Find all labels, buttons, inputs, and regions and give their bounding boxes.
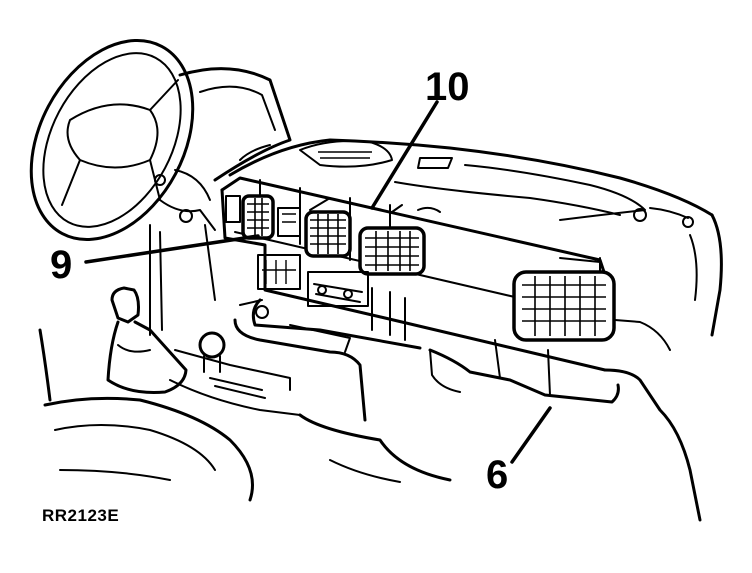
figure-reference-code: RR2123E [42,506,119,525]
instrument-binnacle [178,67,292,182]
leader-line-10 [370,100,439,210]
callout-9: 9 [50,243,72,287]
air-vent-centre-right [358,226,426,276]
dashboard-top [228,138,723,337]
air-vent-centre-left [304,210,352,258]
air-vent-passenger [512,270,616,342]
callout-10: 10 [425,65,470,109]
lower-dash [428,319,702,522]
leader-line-6 [510,406,552,464]
air-vent-left [241,194,275,240]
gear-lever [106,286,188,394]
centre-console [233,254,422,422]
leader-line-9 [84,234,260,264]
transfer-lever [174,331,291,399]
steering-wheel [29,38,216,242]
callout-6: 6 [486,453,508,497]
floor-and-seat [38,224,452,502]
